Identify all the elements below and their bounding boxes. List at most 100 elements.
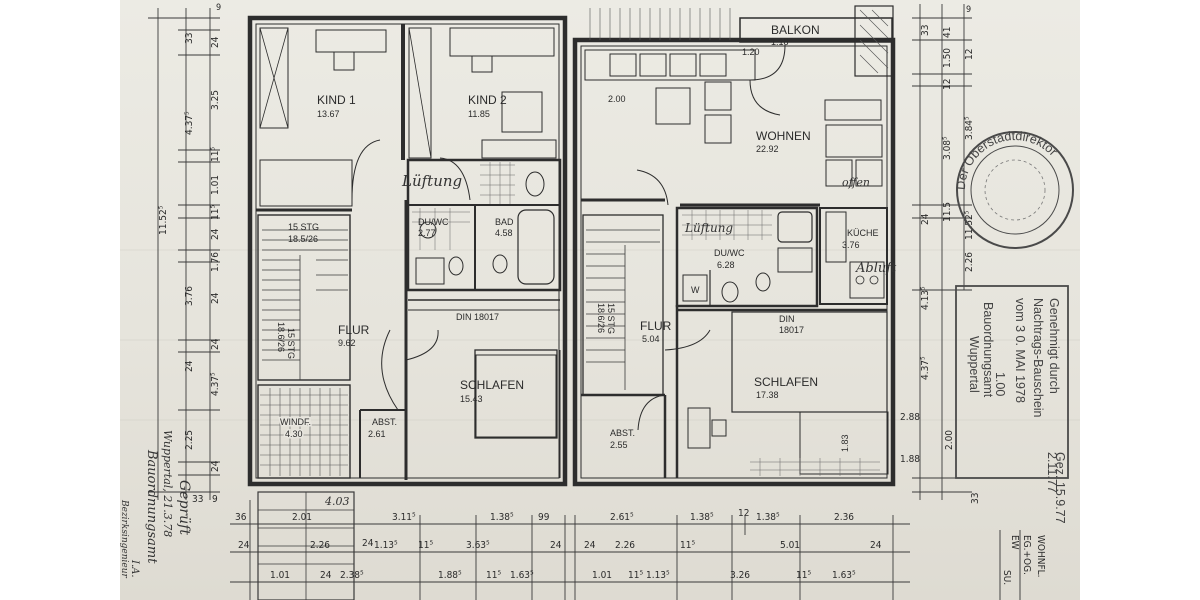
dim-left-115b: 11⁵ bbox=[210, 205, 221, 220]
dim-left-325: 3.25 bbox=[210, 90, 221, 110]
room-kind1-area: 13.67 bbox=[317, 109, 340, 119]
dim-bot1-201: 2.01 bbox=[292, 512, 312, 523]
approval-stamp-box: Genehmigt durch Nachtrags-Bauschein vom … bbox=[955, 285, 1069, 524]
dim-bot2-1135: 1.13⁵ bbox=[374, 540, 398, 551]
room-schlafen-right-name: SCHLAFEN bbox=[754, 375, 818, 389]
dim-left-24d: 24 bbox=[210, 338, 221, 350]
dim-right-9: 9 bbox=[966, 5, 971, 15]
room-flur-right-name: FLUR bbox=[640, 319, 672, 333]
dim-bot3-1635a: 1.63⁵ bbox=[510, 570, 534, 581]
room-windf-area: 4.30 bbox=[285, 429, 303, 439]
blueprint-paper: 9 33 4.37⁵ 11.52⁵ 24 3.25 11⁵ 1.01 11⁵ 2… bbox=[120, 0, 1080, 600]
dim-right-24: 24 bbox=[920, 213, 931, 225]
left-dimension-lines bbox=[148, 8, 220, 500]
dim-left-24e: 24 bbox=[184, 360, 195, 372]
room-windf-name: WINDF. bbox=[280, 417, 311, 427]
dim-bot2-3635: 3.63⁵ bbox=[466, 540, 490, 551]
wohnen-dim: 2.00 bbox=[608, 94, 626, 104]
stairs-left-top-sub: 18.5/26 bbox=[288, 234, 318, 244]
dim-bot2-115a: 11⁵ bbox=[418, 540, 433, 551]
dim-bot3-115c: 11⁵ bbox=[796, 570, 811, 581]
dim-bot3-326: 3.26 bbox=[730, 570, 750, 581]
approval-stamp-left: Geprüft Wuppertal, 21.3.78 Bauordnungsam… bbox=[120, 430, 192, 578]
dim-bot2-24c: 24 bbox=[550, 540, 562, 551]
dim-left-101: 1.01 bbox=[210, 175, 221, 195]
dim-left-1152: 11.52⁵ bbox=[158, 205, 169, 235]
dim-bot3-115b: 11⁵ bbox=[628, 570, 643, 581]
dim-right-4375: 4.37⁵ bbox=[920, 356, 931, 380]
dim-right-12b: 12 bbox=[942, 79, 953, 90]
room-balkon-area: 1.18 bbox=[771, 37, 789, 47]
din-right-line1: DIN bbox=[779, 314, 795, 324]
handwriting-lueftung-right: Lüftung bbox=[684, 221, 733, 235]
dim-left-4375b: 4.37⁵ bbox=[210, 372, 221, 396]
stamp-left-line3: Bauordnungsamt bbox=[144, 449, 159, 564]
stamp-line4: Bauordnungsamt bbox=[981, 302, 995, 398]
stamp-line3: vom 3 0. MAI 1978 bbox=[1013, 298, 1027, 403]
dim-left-376: 3.76 bbox=[184, 286, 195, 306]
dim-bot3-24: 24 bbox=[320, 570, 332, 581]
dim-right-33b: 33 bbox=[970, 493, 981, 504]
dim-left-437: 4.37⁵ bbox=[184, 111, 195, 135]
stairs-right-label: 15 STG bbox=[606, 303, 616, 334]
dim-right-188: 1.88 bbox=[900, 454, 920, 465]
stamp-left-line5: Bezirksingenieur bbox=[120, 499, 129, 578]
dim-bot3-101b: 1.01 bbox=[592, 570, 612, 581]
stamp-date1: Gez. 15.9.77 bbox=[1053, 452, 1067, 524]
room-flur-left-area: 9.62 bbox=[338, 338, 356, 348]
stamp-left-line2: Wuppertal, 21.3.78 bbox=[161, 430, 174, 537]
room-kind1-name: KIND 1 bbox=[317, 93, 356, 107]
w-box-label: W bbox=[691, 285, 700, 295]
dim-bot1-1385b: 1.38⁵ bbox=[690, 512, 714, 523]
dim-bot3-115a: 11⁵ bbox=[486, 570, 501, 581]
stairs-left-top-label: 15 STG bbox=[288, 222, 319, 232]
dim-bot3-1885: 1.88⁵ bbox=[438, 570, 462, 581]
stamp-line1: Genehmigt durch bbox=[1047, 298, 1061, 394]
bottom-dimension-labels: 36 2.01 3.11⁵ 1.38⁵ 99 2.61⁵ 1.38⁵ 12 1.… bbox=[235, 508, 882, 581]
handwriting-lueftung-left: Lüftung bbox=[401, 172, 462, 190]
room-schlafen-left-name: SCHLAFEN bbox=[460, 378, 524, 392]
room-bad-name: BAD bbox=[495, 217, 514, 227]
room-abst-left-name: ABST. bbox=[372, 417, 397, 427]
dim-left-24c: 24 bbox=[210, 292, 221, 304]
legend-title: WOHNFL. bbox=[1035, 535, 1046, 578]
dim-bot2-24d: 24 bbox=[584, 540, 596, 551]
right-unit-labels: BALKON 1.18 1.20 WOHNEN 22.92 2.00 DU/WC… bbox=[596, 23, 879, 452]
dim-right-12a: 12 bbox=[964, 49, 975, 60]
room-schlafen-left-area: 15.43 bbox=[460, 394, 483, 404]
legend-ew: EW bbox=[1009, 535, 1020, 550]
dim-left-33: 33 bbox=[184, 33, 195, 44]
room-flur-right-area: 5.04 bbox=[642, 334, 660, 344]
room-balkon-name: BALKON bbox=[771, 23, 820, 37]
dim-bot2-24b: 24 bbox=[362, 538, 374, 549]
dim-left-24a: 24 bbox=[210, 36, 221, 48]
dim-bot3-1635b: 1.63⁵ bbox=[832, 570, 856, 581]
dim-right-150: 1.50 bbox=[942, 48, 953, 68]
left-unit-labels: KIND 1 13.67 KIND 2 11.85 DU/WC 2.77 BAD… bbox=[276, 93, 524, 441]
floor-plan-drawing: 9 33 4.37⁵ 11.52⁵ 24 3.25 11⁵ 1.01 11⁵ 2… bbox=[120, 3, 1080, 600]
dim-bot2-501: 5.01 bbox=[780, 540, 800, 551]
dim-right-33: 33 bbox=[920, 25, 931, 36]
stamp-left-line4: I.A. bbox=[129, 559, 140, 578]
dim-bot1-12: 12 bbox=[738, 508, 749, 519]
stairs-left-mid-sub: 18.6/26 bbox=[276, 322, 286, 352]
room-wohnen-name: WOHNEN bbox=[756, 129, 811, 143]
dim-bot1-236: 2.36 bbox=[834, 512, 854, 523]
right-dimension-labels: 9 33 41 1.50 12 12 3.84⁵ 3.08⁵ 11.52⁵ 11… bbox=[900, 5, 981, 504]
stamp-left-line1: Geprüft bbox=[176, 480, 192, 535]
left-unit-walls bbox=[247, 15, 568, 487]
bath-tiles-left bbox=[412, 162, 515, 250]
room-duwc-left-name: DU/WC bbox=[418, 217, 449, 227]
dim-183-label: 1.83 bbox=[840, 434, 850, 452]
room-kind2-area: 11.85 bbox=[468, 109, 490, 119]
dim-right-200: 2.00 bbox=[944, 430, 955, 450]
dim-bot2-24e: 24 bbox=[870, 540, 882, 551]
left-dimension-labels: 9 33 4.37⁵ 11.52⁵ 24 3.25 11⁵ 1.01 11⁵ 2… bbox=[158, 3, 221, 505]
stairs-left-mid-label: 15 STG bbox=[286, 328, 296, 359]
right-dimension-lines bbox=[912, 4, 972, 500]
dim-right-3845: 3.84⁵ bbox=[964, 116, 975, 140]
area-legend: WOHNFL. EG.+OG. EW SU. bbox=[999, 530, 1046, 600]
dim-bot2-226b: 2.26 bbox=[615, 540, 635, 551]
balkon-dim: 1.20 bbox=[742, 47, 760, 57]
room-duwc-left-area: 2.77 bbox=[418, 228, 436, 238]
